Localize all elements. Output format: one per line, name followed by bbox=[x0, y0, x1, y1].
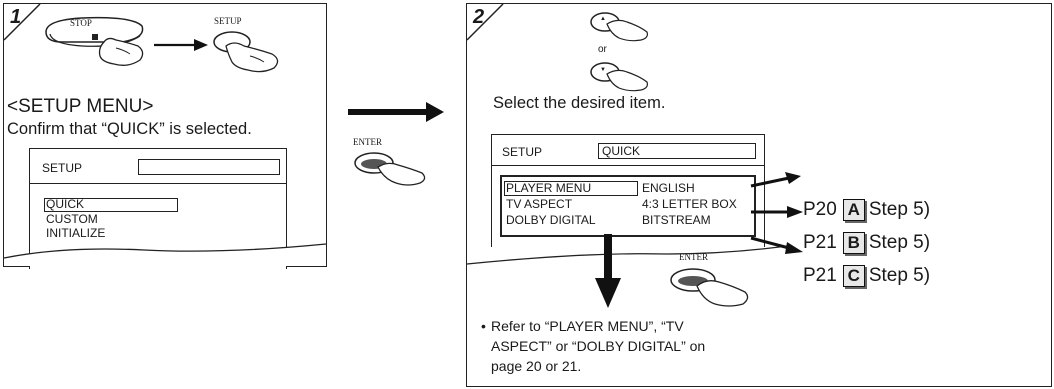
stop-button-icon bbox=[42, 12, 152, 72]
step2-panel: 2 ▲ or ▼ Select the desired item. SETUP … bbox=[466, 3, 1052, 387]
row-tv-aspect-name: TV ASPECT bbox=[506, 197, 572, 211]
screen2-header-label: SETUP bbox=[502, 145, 542, 159]
screen2-mode-value: QUICK bbox=[602, 144, 640, 158]
down-arrow-label: ▼ bbox=[600, 67, 606, 73]
up-button-icon bbox=[587, 8, 657, 42]
setup-button-label: SETUP bbox=[214, 16, 242, 26]
down-button-icon bbox=[587, 58, 657, 92]
step2-instruction: Select the desired item. bbox=[493, 94, 665, 113]
screen-header-field bbox=[138, 159, 280, 175]
step1-screen-tear bbox=[4, 236, 326, 266]
big-arrow-icon bbox=[348, 102, 458, 122]
screen-divider bbox=[30, 183, 286, 184]
row-player-menu-name: PLAYER MENU bbox=[506, 181, 591, 195]
step1-number: 1 bbox=[10, 6, 21, 29]
note-line-1: Refer to “PLAYER MENU”, “TV bbox=[491, 318, 684, 334]
screen-item-custom: CUSTOM bbox=[46, 212, 98, 226]
step2-number: 2 bbox=[473, 6, 484, 29]
setup-button-icon bbox=[210, 28, 290, 78]
row-tv-aspect-value: 4:3 LETTER BOX bbox=[642, 197, 737, 211]
step2-enter-label: ENTER bbox=[679, 252, 708, 262]
ref-c-letter: C bbox=[843, 265, 865, 287]
ref-b-page: P21 bbox=[803, 232, 837, 253]
down-arrow-icon bbox=[593, 234, 623, 310]
step1-panel: 1 STOP SETUP <SETUP MENU> Confirm that “… bbox=[3, 3, 327, 267]
note-line-3: page 20 or 21. bbox=[491, 358, 581, 374]
ref-a-letter: A bbox=[843, 199, 865, 221]
step2-enter-icon bbox=[667, 266, 757, 312]
note-line-2: ASPECT” or “DOLBY DIGITAL” on bbox=[491, 338, 705, 354]
ref-b-letter: B bbox=[843, 232, 865, 254]
ref-c-page: P21 bbox=[803, 265, 837, 286]
up-arrow-label: ▲ bbox=[600, 16, 606, 22]
or-label: or bbox=[598, 44, 607, 55]
row-dolby-digital-name: DOLBY DIGITAL bbox=[506, 213, 596, 227]
note-bullet: • bbox=[481, 318, 486, 334]
row-player-menu-value: ENGLISH bbox=[642, 181, 695, 195]
setup-menu-title: <SETUP MENU> bbox=[7, 96, 153, 118]
row-dolby-digital-value: BITSTREAM bbox=[642, 213, 711, 227]
step2-screen: SETUP QUICK PLAYER MENU ENGLISH TV ASPEC… bbox=[491, 134, 765, 247]
step1-instruction: Confirm that “QUICK” is selected. bbox=[7, 120, 252, 139]
screen2-divider bbox=[492, 165, 764, 166]
ref-b-step: Step 5) bbox=[869, 232, 930, 253]
connector-enter-label: ENTER bbox=[353, 137, 382, 147]
screen-header-label: SETUP bbox=[42, 161, 82, 175]
screen-item-quick: QUICK bbox=[46, 197, 84, 211]
ref-arrows bbox=[751, 174, 871, 274]
stop-button-label: STOP bbox=[70, 18, 92, 28]
ref-a-page: P20 bbox=[803, 199, 837, 220]
ref-a-step: Step 5) bbox=[869, 199, 930, 220]
enter-button-icon bbox=[352, 149, 432, 189]
arrow-right-icon bbox=[152, 38, 212, 52]
ref-c-step: Step 5) bbox=[869, 265, 930, 286]
